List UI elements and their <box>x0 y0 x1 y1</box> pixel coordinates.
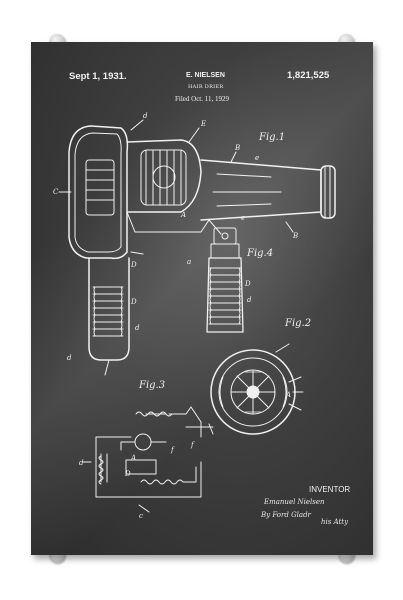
svg-text:D: D <box>130 298 137 306</box>
attorney-signature: By Ford Gladr <box>261 511 311 519</box>
patent-drawing: d E B e B C A e D D d d D d A D A <box>53 112 336 520</box>
figure-4-label: Fig.4 <box>246 248 273 259</box>
svg-text:d: d <box>247 296 252 304</box>
svg-text:A: A <box>285 391 291 399</box>
svg-text:D: D <box>244 280 251 288</box>
svg-text:c: c <box>139 512 143 520</box>
svg-text:D: D <box>130 261 137 269</box>
attorney-suffix: his Atty <box>321 518 349 526</box>
inventor-label: INVENTOR <box>309 485 351 494</box>
svg-text:f: f <box>170 446 175 454</box>
svg-text:E: E <box>200 120 206 128</box>
figure-2-front-view <box>210 343 304 435</box>
patent-inventor-name: E. NIELSEN <box>186 72 225 79</box>
svg-text:a: a <box>187 258 191 266</box>
figure-3-wiring-diagram <box>82 406 214 513</box>
svg-text:d: d <box>67 354 72 362</box>
svg-text:e: e <box>255 154 259 162</box>
svg-text:B: B <box>234 144 240 152</box>
patent-filed-date: Filed Oct. 11, 1929 <box>175 95 229 103</box>
figure-1-dryer-section <box>58 119 336 376</box>
svg-text:d: d <box>143 112 148 120</box>
inventor-signature: Emanuel Nielsen <box>264 498 325 506</box>
svg-text:f: f <box>190 441 195 449</box>
figure-1-label: Fig.1 <box>258 132 285 143</box>
figure-3-label: Fig.3 <box>138 380 165 391</box>
svg-text:e: e <box>241 214 245 222</box>
svg-text:D: D <box>124 470 131 478</box>
svg-text:d: d <box>79 459 84 467</box>
svg-text:B: B <box>292 232 298 240</box>
svg-text:A: A <box>130 454 136 462</box>
patent-number: 1,821,525 <box>287 70 330 81</box>
patent-title: HAIR DRIER <box>188 84 224 90</box>
patent-date: Sept 1, 1931. <box>69 71 127 82</box>
svg-text:C: C <box>53 188 59 196</box>
chalkboard-print: Sept 1, 1931. E. NIELSEN 1,821,525 HAIR … <box>31 42 373 555</box>
figure-2-label: Fig.2 <box>284 318 311 329</box>
svg-text:A: A <box>180 211 186 219</box>
svg-text:d: d <box>135 324 140 332</box>
figure-4-handle-detail <box>206 227 244 333</box>
